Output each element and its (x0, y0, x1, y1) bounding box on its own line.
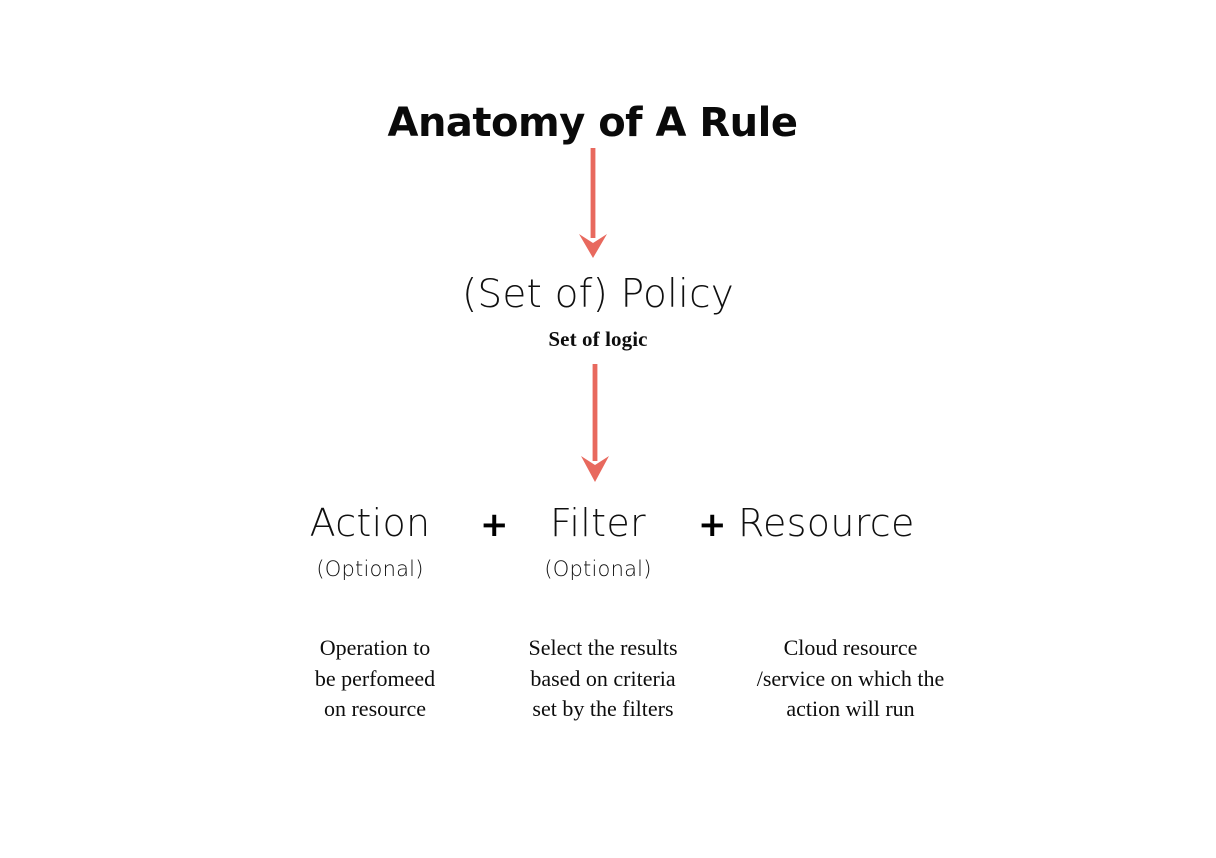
component-action-optional: (Optional) (316, 557, 424, 581)
plus-operator-1: + (480, 505, 509, 545)
down-arrow-icon (579, 148, 607, 258)
arrow-policy-to-components (565, 364, 625, 494)
description-line: on resource (323, 696, 426, 721)
component-filter: Filter (Optional) (478, 500, 718, 584)
policy-sublabel: Set of logic (548, 327, 648, 351)
component-action-description: Operation to be perfomeed on resource (255, 633, 495, 725)
component-action: Action (Optional) (250, 500, 490, 584)
plus-operator-2: + (698, 505, 727, 545)
description-line: /service on which the (756, 665, 945, 691)
component-filter-description: Select the results based on criteria set… (483, 633, 723, 725)
component-action-label: Action (309, 501, 431, 545)
component-resource-description: Cloud resource /service on which the act… (718, 633, 983, 725)
description-line: Select the results (528, 635, 678, 660)
description-line: Operation to (319, 635, 431, 660)
arrow-title-to-policy (563, 148, 623, 268)
description-line: based on criteria (530, 665, 676, 691)
description-line: Cloud resource (783, 635, 918, 660)
component-filter-optional: (Optional) (544, 557, 652, 581)
page-title: Anatomy of A Rule (387, 100, 798, 146)
description-line: be perfomeed (314, 665, 436, 691)
policy-block: (Set of) Policy Set of logic (0, 270, 1196, 352)
description-line: action will run (786, 696, 915, 721)
component-filter-label: Filter (550, 501, 646, 545)
down-arrow-icon (581, 364, 609, 482)
components-row: Action (Optional) + Filter (Optional) + … (0, 500, 1216, 760)
component-resource: Resource (738, 500, 978, 546)
policy-label: (Set of) Policy (461, 272, 735, 317)
description-line: set by the filters (532, 696, 674, 721)
component-resource-label: Resource (738, 501, 915, 545)
